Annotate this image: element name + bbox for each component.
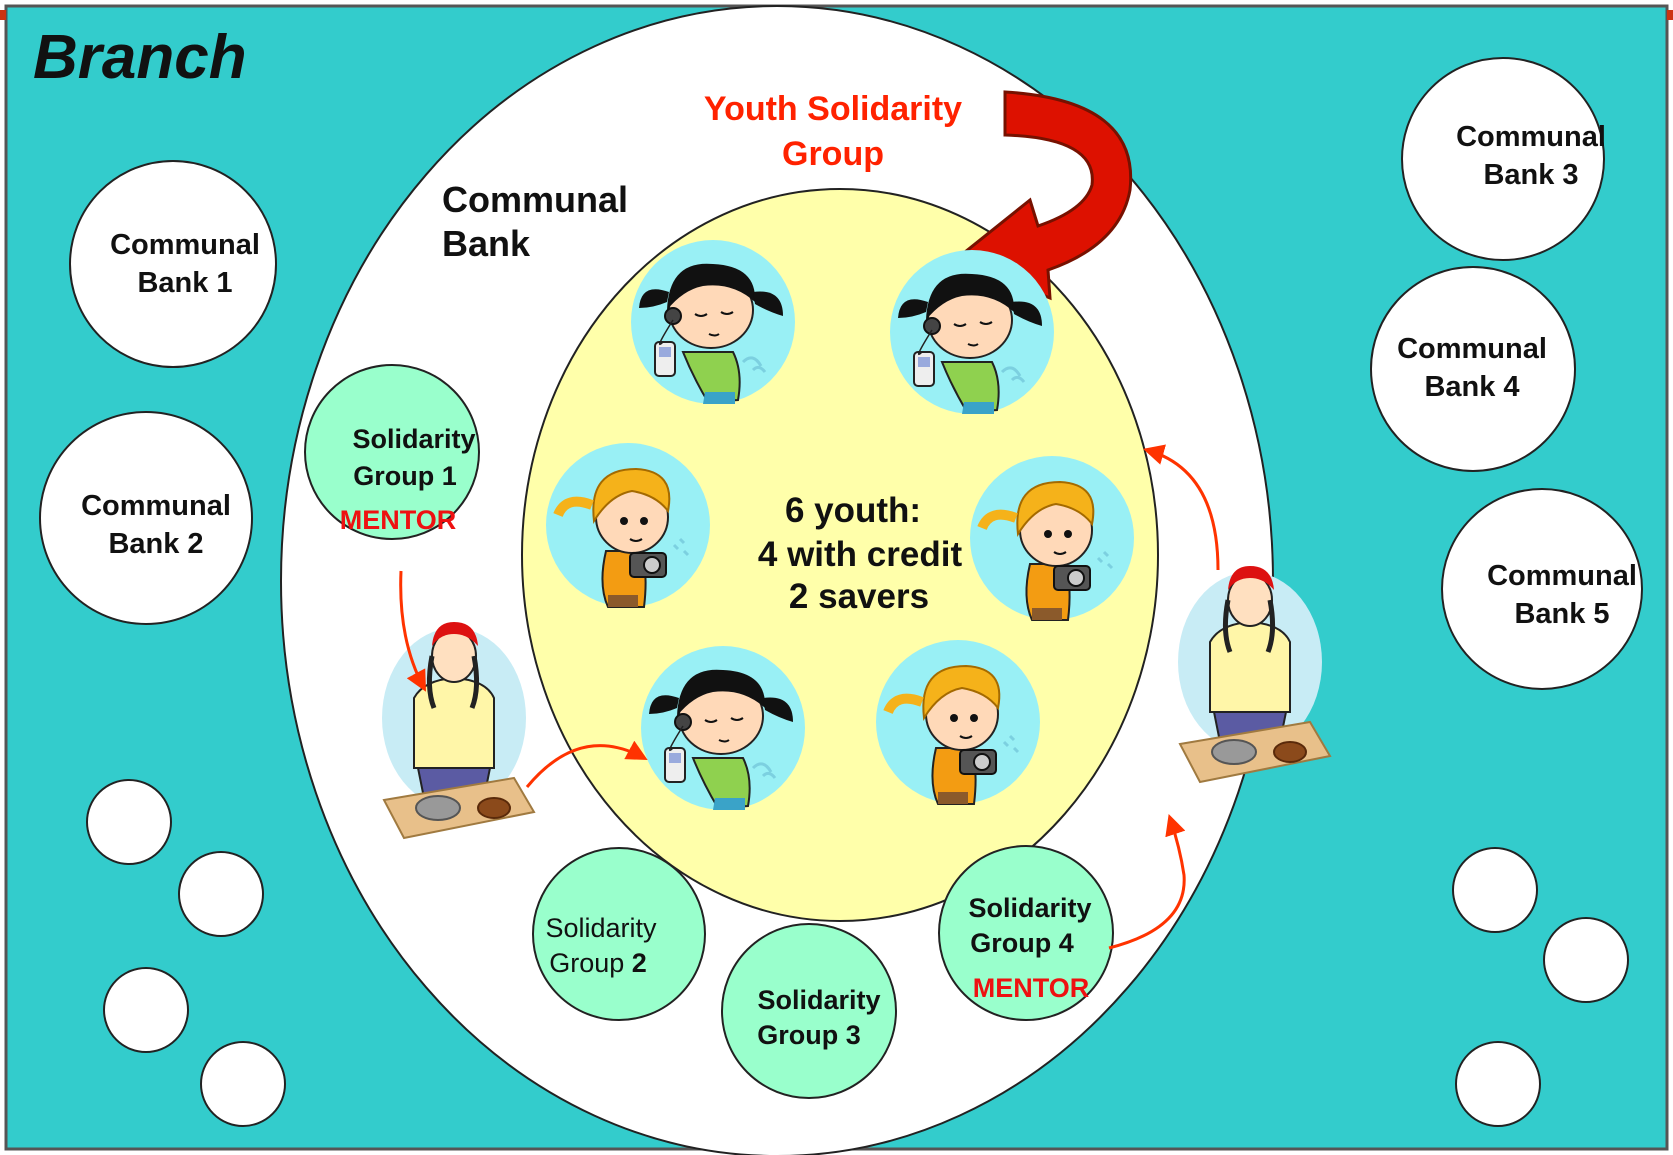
youth-member-6 (876, 640, 1040, 804)
pointer-arrows (399, 444, 1220, 950)
solidarity-group-4-line1: Solidarity (968, 893, 1091, 923)
arrow-group4-to-mentor (1108, 814, 1186, 950)
small-circle (1543, 917, 1629, 1003)
girl-with-music-player-icon (629, 238, 797, 406)
girl-with-music-player-icon (639, 644, 807, 812)
arrow-group1-to-mentor (399, 570, 426, 692)
small-circle (178, 851, 264, 937)
communal-bank-1-line1: Communal (110, 229, 260, 261)
solidarity-group-3-line2: Group 3 (757, 1020, 861, 1050)
solidarity-group-4-line2: Group 4 (970, 928, 1074, 958)
communal-bank-2-line1: Communal (81, 490, 231, 522)
youth-member-1 (629, 238, 797, 406)
youth-summary-line1: 6 youth: (785, 491, 921, 530)
youth-group-title-line2: Group (782, 135, 884, 173)
small-circles-left (86, 779, 286, 1127)
youth-member-5 (639, 644, 807, 812)
communal-bank-4: Communal Bank 4 (1370, 266, 1576, 472)
arrow-mentor-to-youth (525, 740, 648, 788)
mentor-tag: MENTOR (340, 505, 457, 535)
communal-bank-3-line2: Bank 3 (1483, 159, 1578, 191)
communal-bank-label-line2: Bank (442, 223, 531, 264)
youth-member-4 (970, 456, 1134, 620)
solidarity-group-3: Solidarity Group 3 (721, 923, 897, 1099)
communal-bank-5-line1: Communal (1487, 560, 1637, 592)
solidarity-group-2-line1: Solidarity (545, 913, 657, 943)
arrow-mentor-to-youth-group (1142, 444, 1220, 571)
communal-bank-3-line1: Communal (1456, 121, 1606, 153)
solidarity-group-1-line1: Solidarity (352, 424, 475, 454)
youth-summary-line2: 4 with credit (758, 535, 963, 574)
small-circle (1455, 1041, 1541, 1127)
communal-bank-4-line1: Communal (1397, 333, 1547, 365)
communal-bank-3: Communal Bank 3 (1401, 57, 1606, 261)
boy-with-camera-icon (970, 456, 1134, 620)
small-circle (1452, 847, 1538, 933)
communal-bank-label-line1: Communal (442, 179, 628, 220)
solidarity-group-2-prefix: Group (549, 948, 632, 978)
small-circles-right (1452, 847, 1629, 1127)
small-circle (86, 779, 172, 865)
youth-member-3 (546, 443, 710, 607)
slide-accent-left (0, 10, 6, 20)
youth-summary-line3: 2 savers (789, 577, 929, 616)
communal-bank-2-line2: Bank 2 (108, 528, 203, 560)
solidarity-group-1-line2: Group 1 (353, 461, 457, 491)
communal-bank-1-line2: Bank 1 (137, 267, 232, 299)
youth-member-2 (888, 248, 1056, 416)
small-circle (103, 967, 189, 1053)
communal-bank-1: Communal Bank 1 (69, 160, 277, 368)
branch-title: Branch (33, 23, 247, 92)
mentor-tag: MENTOR (973, 973, 1090, 1003)
slide-accent-right (1667, 10, 1673, 20)
solidarity-group-2-number: 2 (632, 948, 647, 978)
boy-with-camera-icon (546, 443, 710, 607)
communal-bank-5-line2: Bank 5 (1514, 598, 1609, 630)
solidarity-group-2: Solidarity Group 2 (532, 847, 706, 1021)
girl-with-music-player-icon (888, 248, 1056, 416)
boy-with-camera-icon (876, 640, 1040, 804)
solidarity-group-4: Solidarity Group 4 MENTOR (938, 845, 1114, 1021)
communal-bank-2: Communal Bank 2 (39, 411, 253, 625)
solidarity-group-1: Solidarity Group 1 MENTOR (304, 364, 480, 540)
solidarity-group-2-line2: Group 2 (549, 948, 647, 978)
communal-bank-4-line2: Bank 4 (1424, 371, 1519, 403)
small-circle (200, 1041, 286, 1127)
youth-group-title-line1: Youth Solidarity (704, 90, 962, 128)
communal-bank-5: Communal Bank 5 (1441, 488, 1643, 690)
solidarity-group-3-line1: Solidarity (757, 985, 880, 1015)
big-curved-arrow-icon (952, 90, 1133, 301)
